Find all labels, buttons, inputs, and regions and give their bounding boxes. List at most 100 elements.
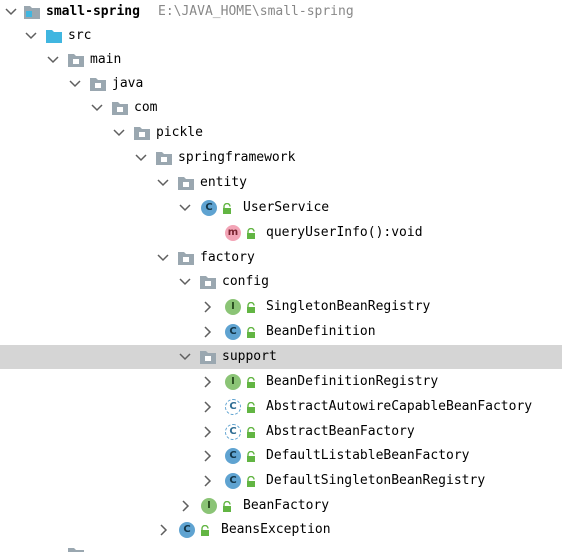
tree-label-bean-definition: BeanDefinition: [266, 324, 376, 339]
tree-row-support[interactable]: support: [0, 345, 562, 369]
tree-label-config: config: [222, 274, 269, 289]
chevron-down-icon[interactable]: [156, 171, 170, 195]
class-icon: C: [225, 324, 241, 340]
tree-row-cut-off[interactable]: [0, 543, 562, 552]
package-icon: [200, 351, 216, 364]
chevron-down-icon[interactable]: [112, 121, 126, 145]
chevron-right-icon[interactable]: [178, 494, 192, 518]
interface-icon: I: [225, 299, 241, 315]
tree-row-bean-definition-registry[interactable]: I BeanDefinitionRegistry: [0, 370, 562, 394]
interface-icon: I: [225, 374, 241, 390]
tree-row-java[interactable]: java: [0, 72, 562, 96]
source-folder-icon: [46, 30, 62, 43]
chevron-right-icon[interactable]: [156, 518, 170, 542]
chevron-down-icon[interactable]: [24, 24, 38, 48]
lock-icon: [201, 525, 209, 536]
tree-label-abstract-bean-factory: AbstractBeanFactory: [266, 424, 415, 439]
class-icon: C: [201, 200, 217, 216]
project-path: E:\JAVA_HOME\small-spring: [158, 4, 354, 19]
abstract-class-icon: C: [225, 424, 241, 440]
tree-row-factory[interactable]: factory: [0, 246, 562, 270]
tree-label-springframework: springframework: [178, 150, 296, 165]
chevron-down-icon[interactable]: [156, 246, 170, 270]
lock-icon: [247, 402, 255, 413]
tree-row-com[interactable]: com: [0, 96, 562, 120]
folder-icon: [68, 54, 84, 67]
package-icon: [134, 127, 150, 140]
tree-row-default-listable-bean-factory[interactable]: C DefaultListableBeanFactory: [0, 444, 562, 468]
folder-icon: [68, 548, 84, 552]
abstract-class-icon: C: [225, 399, 241, 415]
tree-label-pickle: pickle: [156, 125, 203, 140]
lock-icon: [223, 203, 231, 214]
tree-label-user-service: UserService: [243, 200, 330, 215]
tree-row-query-user-info[interactable]: m queryUserInfo():void: [0, 221, 562, 245]
lock-icon: [247, 427, 255, 438]
tree-label-beans-exception: BeansException: [221, 522, 331, 537]
tree-row-config[interactable]: config: [0, 270, 562, 294]
class-icon: C: [225, 448, 241, 464]
tree-label-bean-factory: BeanFactory: [243, 498, 330, 513]
tree-row-abstract-bean-factory[interactable]: C AbstractBeanFactory: [0, 420, 562, 444]
package-icon: [178, 177, 194, 190]
tree-label-support: support: [222, 349, 277, 364]
chevron-down-icon[interactable]: [178, 270, 192, 294]
chevron-down-icon[interactable]: [178, 196, 192, 220]
chevron-right-icon[interactable]: [200, 395, 214, 419]
lock-icon: [247, 228, 255, 239]
chevron-right-icon[interactable]: [200, 320, 214, 344]
lock-icon: [247, 302, 255, 313]
tree-label-main: main: [90, 52, 122, 67]
tree-row-springframework[interactable]: springframework: [0, 146, 562, 170]
tree-label-query-user-info: queryUserInfo():void: [266, 225, 423, 240]
tree-row-entity[interactable]: entity: [0, 171, 562, 195]
chevron-right-icon[interactable]: [200, 420, 214, 444]
tree-label-entity: entity: [200, 175, 247, 190]
lock-icon: [223, 501, 231, 512]
lock-icon: [247, 451, 255, 462]
tree-label-default-listable-bean-factory: DefaultListableBeanFactory: [266, 448, 470, 463]
chevron-right-icon[interactable]: [200, 469, 214, 493]
project-name: small-spring: [46, 4, 140, 19]
interface-icon: I: [201, 498, 217, 514]
tree-label-com: com: [134, 100, 158, 115]
tree-row-small-spring[interactable]: small-spring E:\JAVA_HOME\small-spring: [0, 0, 562, 24]
tree-row-src[interactable]: src: [0, 24, 562, 48]
package-icon: [178, 252, 194, 265]
tree-row-beans-exception[interactable]: C BeansException: [0, 518, 562, 542]
tree-label-bean-definition-registry: BeanDefinitionRegistry: [266, 374, 439, 389]
module-folder-icon: [24, 6, 40, 19]
tree-row-main[interactable]: main: [0, 48, 562, 72]
chevron-down-icon[interactable]: [178, 345, 192, 369]
tree-label-java: java: [112, 76, 144, 91]
tree-label-default-singleton-bean-registry: DefaultSingletonBeanRegistry: [266, 473, 486, 488]
tree-row-singleton-bean-registry[interactable]: I SingletonBeanRegistry: [0, 295, 562, 319]
lock-icon: [247, 377, 255, 388]
package-icon: [156, 152, 172, 165]
package-icon: [112, 102, 128, 115]
class-icon: C: [179, 522, 195, 538]
tree-row-default-singleton-bean-registry[interactable]: C DefaultSingletonBeanRegistry: [0, 469, 562, 493]
chevron-down-icon[interactable]: [134, 146, 148, 170]
chevron-right-icon[interactable]: [200, 370, 214, 394]
package-icon: [200, 276, 216, 289]
tree-row-abstract-autowire-capable-bean-factory[interactable]: C AbstractAutowireCapableBeanFactory: [0, 395, 562, 419]
chevron-down-icon[interactable]: [4, 0, 18, 24]
tree-label-factory: factory: [200, 250, 255, 265]
chevron-right-icon[interactable]: [200, 444, 214, 468]
method-icon: m: [225, 225, 241, 241]
tree-label-singleton-bean-registry: SingletonBeanRegistry: [266, 299, 431, 314]
folder-icon: [90, 78, 106, 91]
tree-label-src: src: [68, 28, 92, 43]
lock-icon: [247, 476, 255, 487]
chevron-right-icon[interactable]: [200, 295, 214, 319]
chevron-down-icon[interactable]: [68, 72, 82, 96]
tree-row-bean-definition[interactable]: C BeanDefinition: [0, 320, 562, 344]
chevron-down-icon[interactable]: [46, 48, 60, 72]
tree-row-bean-factory[interactable]: I BeanFactory: [0, 494, 562, 518]
tree-row-user-service[interactable]: C UserService: [0, 196, 562, 220]
lock-icon: [247, 327, 255, 338]
tree-label-abstract-autowire-capable-bean-factory: AbstractAutowireCapableBeanFactory: [266, 399, 533, 414]
chevron-down-icon[interactable]: [90, 96, 104, 120]
tree-row-pickle[interactable]: pickle: [0, 121, 562, 145]
